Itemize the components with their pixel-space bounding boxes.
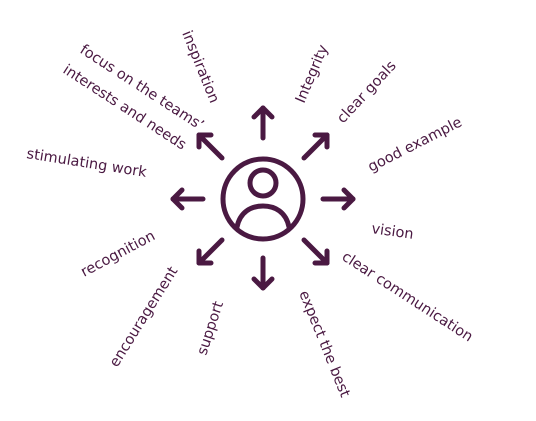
label-encouragement: encouragement — [107, 264, 182, 370]
person-circle-icon — [220, 156, 306, 242]
label-clear-communication: clear communication — [339, 249, 476, 345]
label-expect-the-best: expect the best — [295, 289, 352, 400]
arrow-up-right-icon — [301, 132, 330, 161]
arrow-down-icon — [251, 255, 275, 291]
arrow-up-icon — [251, 105, 275, 141]
label-inspiration: inspiration — [178, 29, 222, 106]
label-vision: vision — [370, 221, 414, 243]
label-recognition: recognition — [78, 228, 158, 280]
arrow-right-icon — [320, 187, 356, 211]
label-support: support — [195, 299, 228, 357]
arrow-down-right-icon — [301, 237, 330, 266]
label-integrity: Integrity — [293, 42, 332, 105]
arrow-down-left-icon — [196, 237, 225, 266]
label-good-example: good example — [366, 114, 465, 175]
label-clear-goals: clear goals — [334, 58, 400, 127]
label-stimulating-work: stimulating work — [25, 146, 148, 181]
arrow-up-left-icon — [196, 132, 225, 161]
arrow-left-icon — [170, 187, 206, 211]
